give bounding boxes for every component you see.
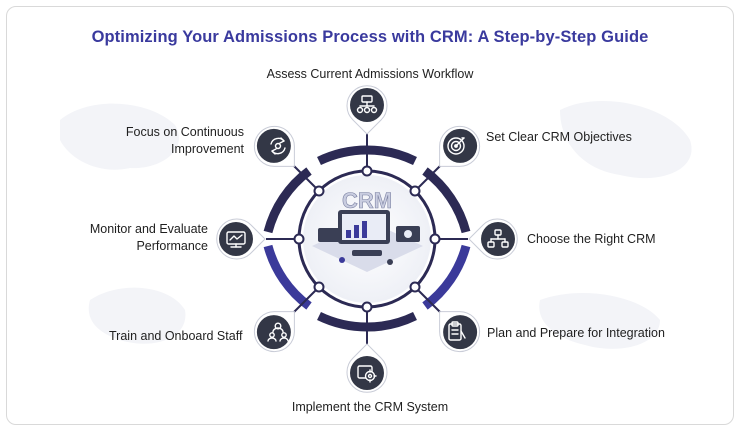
pin-train (253, 311, 295, 353)
ring-segment-left-upper (263, 167, 312, 234)
pin-monitor (216, 218, 266, 260)
workflow-icon (356, 95, 378, 114)
step-label-assess: Assess Current Admissions Workflow (266, 67, 474, 81)
team-icon (267, 322, 289, 342)
page-title: Optimizing Your Admissions Process with … (91, 28, 649, 46)
step-label-monitor: Monitor and Evaluate Performance (48, 221, 208, 255)
step-label-train: Train and Onboard Staff (109, 329, 243, 343)
step-label-implement: Implement the CRM System (291, 400, 449, 414)
pin-improve (253, 125, 295, 167)
ring-nodes (293, 165, 441, 313)
gear-settings-icon (357, 365, 377, 383)
step-label-objectives: Set Clear CRM Objectives (486, 130, 632, 144)
step-label-improve: Focus on Continuous Improvement (84, 124, 244, 158)
step-label-monitor-line2: Performance (136, 239, 208, 253)
crm-illustration-text: CRM (342, 188, 392, 213)
step-label-choose: Choose the Right CRM (527, 232, 656, 246)
pin-implement (346, 343, 388, 393)
ring-segment-right-upper (422, 167, 471, 234)
ring-segment-right-lower (422, 244, 471, 310)
network-icon (487, 229, 509, 248)
ring-segment-left-lower (263, 244, 312, 310)
connector-lines (266, 130, 468, 350)
crm-illustration: CRM (312, 188, 423, 272)
monitor-icon (226, 231, 246, 248)
step-label-plan: Plan and Prepare for Integration (487, 326, 665, 340)
step-label-improve-line1: Focus on Continuous (125, 125, 244, 139)
background-world-map (60, 101, 692, 349)
step-label-improve-line2: Improvement (171, 142, 244, 156)
step-label-monitor-line1: Monitor and Evaluate (89, 222, 208, 236)
target-icon (447, 137, 465, 155)
pin-assess (346, 85, 388, 135)
clipboard-icon (448, 321, 466, 341)
cycle-icon (270, 137, 286, 155)
